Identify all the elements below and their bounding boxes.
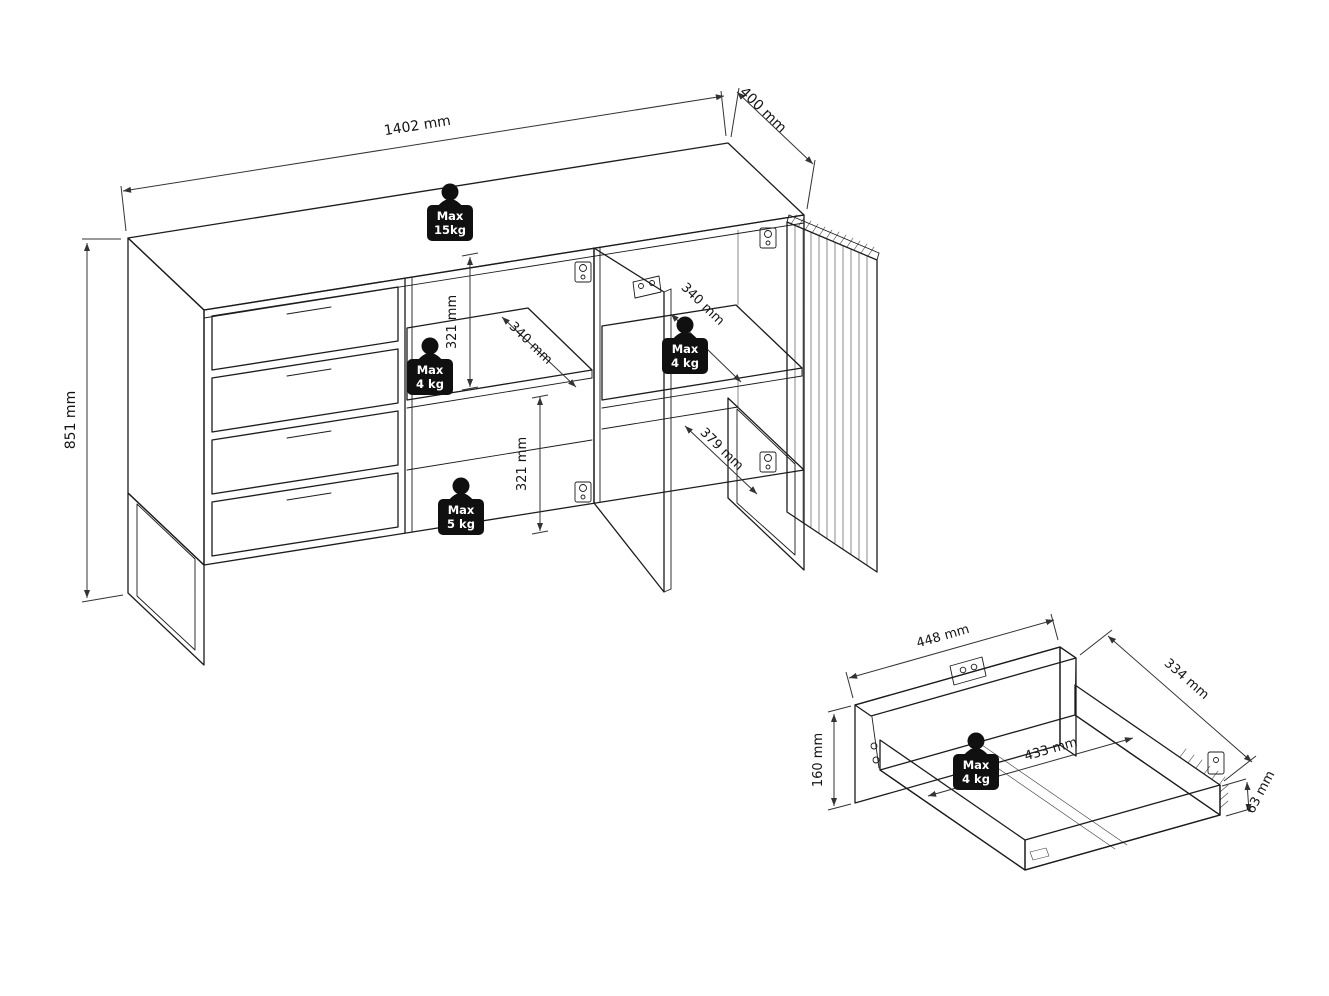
max-load-bottom-line1: Max xyxy=(448,503,475,517)
dim-drawer-inner-width-label: 433 mm xyxy=(1023,735,1079,764)
left-leg-frame xyxy=(127,492,205,666)
hinge-icon xyxy=(759,451,777,473)
drawer-front-4 xyxy=(211,472,399,557)
right-door-open xyxy=(786,214,880,573)
drawer-mounting-bracket-icon xyxy=(949,656,987,686)
max-load-left-shelf-line2: 4 kg xyxy=(416,377,444,391)
max-load-right-shelf-line1: Max xyxy=(672,342,699,356)
drawer-bottom xyxy=(879,714,1221,871)
right-floor-back-edge xyxy=(601,406,739,430)
drawer-front-1 xyxy=(211,286,399,371)
cabinet-left-side-panel xyxy=(127,237,205,566)
slide-bracket-icon xyxy=(1207,751,1225,775)
dimension-lines xyxy=(81,87,1257,817)
dim-line-depth xyxy=(736,91,814,165)
dim-line-drawer-side-height xyxy=(1244,781,1252,813)
max-load-bottom-icon: Max 5 kg xyxy=(438,477,484,535)
max-load-left-shelf-icon: Max 4 kg xyxy=(407,337,453,395)
max-load-top-line2: 15kg xyxy=(434,223,466,237)
dim-height-label: 851 mm xyxy=(63,391,79,449)
hinge-icon xyxy=(759,227,777,249)
drawer-handle-2 xyxy=(286,368,332,377)
drawer-front-3 xyxy=(211,410,399,495)
drawer-handle-3 xyxy=(286,430,332,439)
dim-width-label: 1402 mm xyxy=(383,113,452,139)
dim-line-width xyxy=(122,94,725,193)
max-load-top-line1: Max xyxy=(437,209,464,223)
dim-depth-label: 400 mm xyxy=(736,84,789,136)
dim-line-right-bottom xyxy=(684,425,758,495)
dim-drawer-width-label: 448 mm xyxy=(915,622,971,651)
dim-line-drawer-width xyxy=(848,619,1055,679)
dim-upper-inner-label: 321 mm xyxy=(445,295,460,349)
dim-drawer-side-height-label: 63 mm xyxy=(1243,769,1278,817)
right-leg-frame xyxy=(727,397,805,571)
divider-left xyxy=(404,276,413,534)
max-load-left-shelf-line1: Max xyxy=(417,363,444,377)
right-compartment xyxy=(601,229,803,430)
dim-drawer-front-height-label: 160 mm xyxy=(811,733,826,787)
slide-rail-hatching xyxy=(1179,748,1229,809)
divider-right xyxy=(593,246,601,504)
max-load-drawer-line2: 4 kg xyxy=(962,772,990,786)
door-top-hatching xyxy=(790,214,875,257)
hinge-icon xyxy=(574,261,592,283)
max-load-right-shelf-icon: Max 4 kg xyxy=(662,316,708,374)
max-load-drawer-icon: Max 4 kg xyxy=(953,732,999,790)
dim-line-drawer-depth xyxy=(1107,635,1253,763)
right-door-panel xyxy=(786,221,878,573)
load-badges: Max 15kg Max 4 kg Max 5 kg Max 4 kg xyxy=(407,183,999,790)
middle-door-panel xyxy=(593,247,665,593)
sideboard-main-view xyxy=(127,142,880,666)
drawer-fronts xyxy=(211,286,399,557)
drawer-front-2 xyxy=(211,348,399,433)
dim-lower-inner-label: 321 mm xyxy=(515,437,530,491)
dim-line-left-shelf xyxy=(501,316,577,388)
middle-floor-back-edge xyxy=(406,439,593,471)
drawer-back-panel xyxy=(1024,784,1221,871)
hinge-mounting-plate-icon xyxy=(632,275,662,299)
drawer-front-fitting-holes xyxy=(870,742,880,764)
max-load-drawer-line1: Max xyxy=(963,758,990,772)
max-load-bottom-line2: 5 kg xyxy=(447,517,475,531)
max-load-top-icon: Max 15kg xyxy=(427,183,473,241)
hinges xyxy=(574,227,777,503)
drawer-handle-4 xyxy=(286,492,332,501)
dim-right-bottom-label: 379 mm xyxy=(697,425,746,473)
dim-drawer-depth-label: 334 mm xyxy=(1161,656,1212,703)
drawer-handle-1 xyxy=(286,306,332,315)
door-slat-texture xyxy=(794,224,868,566)
max-load-right-shelf-line2: 4 kg xyxy=(671,356,699,370)
hinge-icon xyxy=(574,481,592,503)
drawer-right-rail xyxy=(1074,684,1221,816)
